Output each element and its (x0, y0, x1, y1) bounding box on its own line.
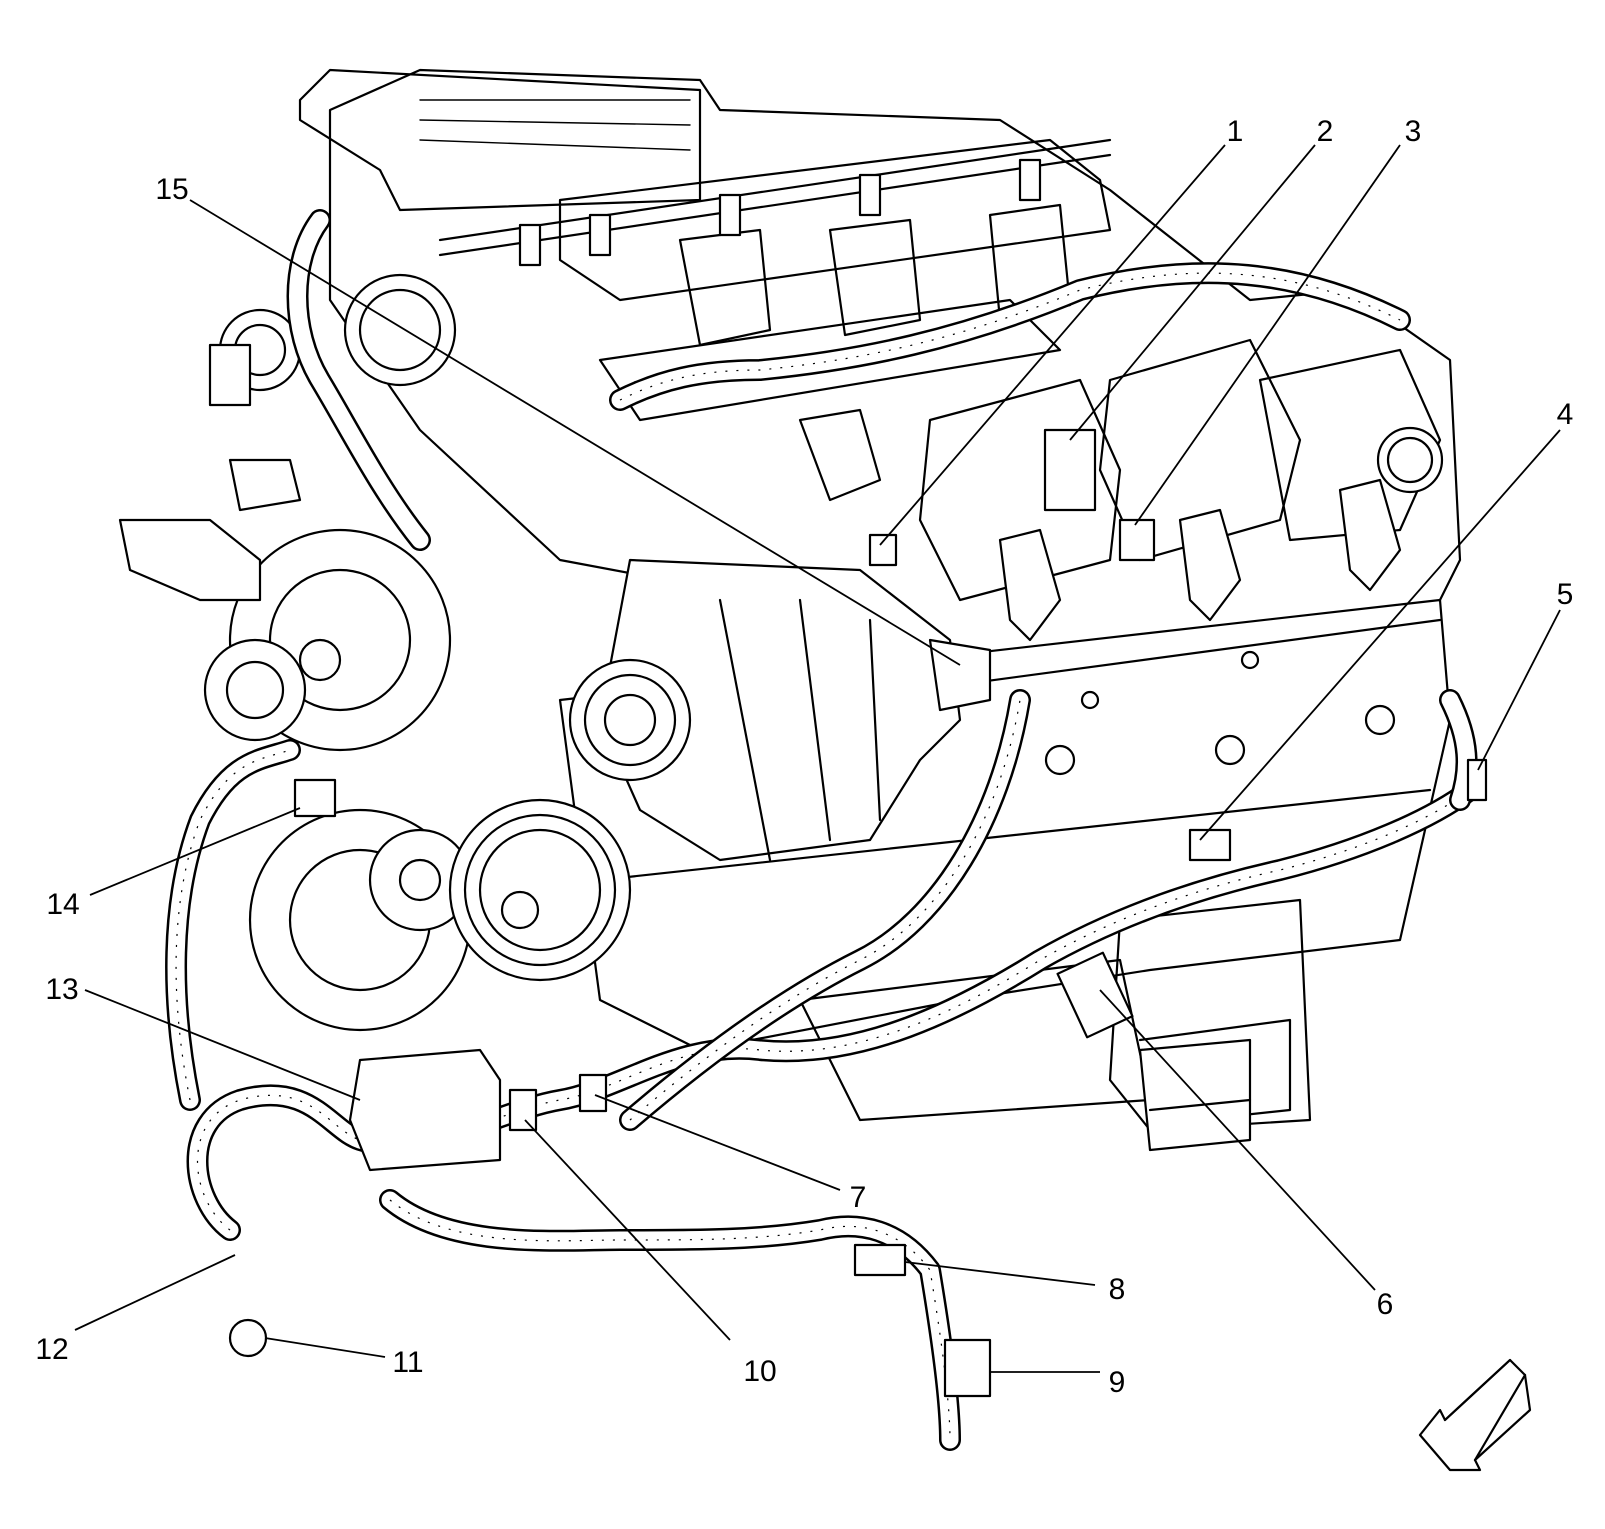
connector-2 (1043, 428, 1097, 512)
alternator (568, 558, 992, 862)
oil-filter (1138, 1038, 1252, 1152)
callout-label-6: 6 (1376, 1288, 1394, 1321)
callout-label-3: 3 (1404, 115, 1422, 148)
callout-label-10: 10 (743, 1355, 777, 1388)
leader-11 (264, 1337, 386, 1358)
fuel-rail (438, 138, 1112, 267)
leader-15 (189, 199, 961, 666)
connector-6 (1056, 951, 1134, 1039)
leader-8 (904, 1261, 1096, 1286)
callout-label-14: 14 (46, 888, 80, 921)
callout-label-11: 11 (392, 1346, 424, 1379)
leader-5 (1477, 609, 1561, 771)
connector-3 (1118, 518, 1156, 562)
callout-label-9: 9 (1108, 1366, 1126, 1399)
callout-label-7: 7 (849, 1181, 867, 1214)
connector-8 (853, 1243, 907, 1277)
connector-4 (1188, 828, 1232, 862)
callout-label-4: 4 (1556, 398, 1574, 431)
accessory-drive (118, 273, 632, 1032)
connector-14 (293, 778, 337, 818)
leader-10 (524, 1119, 731, 1341)
leader-4 (1199, 429, 1561, 841)
leader-6 (1099, 989, 1376, 1291)
connectors (208, 343, 1488, 1398)
leader-12 (74, 1254, 236, 1331)
callout-label-1: 1 (1226, 115, 1244, 148)
connector-10 (508, 1088, 538, 1132)
connector-13 (348, 1048, 502, 1172)
ignition-coils (798, 408, 1402, 642)
leader-14 (89, 807, 301, 896)
connector-7 (578, 1073, 608, 1113)
connector-11 (228, 1318, 268, 1358)
callout-label-15: 15 (155, 173, 189, 206)
callout-label-8: 8 (1108, 1273, 1126, 1306)
callout-label-12: 12 (35, 1333, 69, 1366)
leader-7 (594, 1094, 841, 1191)
connector-1 (868, 533, 898, 567)
connector-9 (943, 1338, 992, 1398)
leader-3 (1134, 144, 1401, 526)
front-direction-arrow-icon (1418, 1358, 1532, 1472)
leader-lines (74, 144, 1561, 1373)
engine-wiring-harness (165, 209, 1481, 1451)
connector-5 (1466, 758, 1488, 802)
callout-label-5: 5 (1556, 578, 1574, 611)
leader-2 (1069, 144, 1316, 441)
callout-label-2: 2 (1316, 115, 1334, 148)
leader-1 (879, 144, 1226, 546)
leader-13 (84, 989, 361, 1101)
callout-label-13: 13 (45, 973, 79, 1006)
connector-plug (208, 343, 252, 407)
